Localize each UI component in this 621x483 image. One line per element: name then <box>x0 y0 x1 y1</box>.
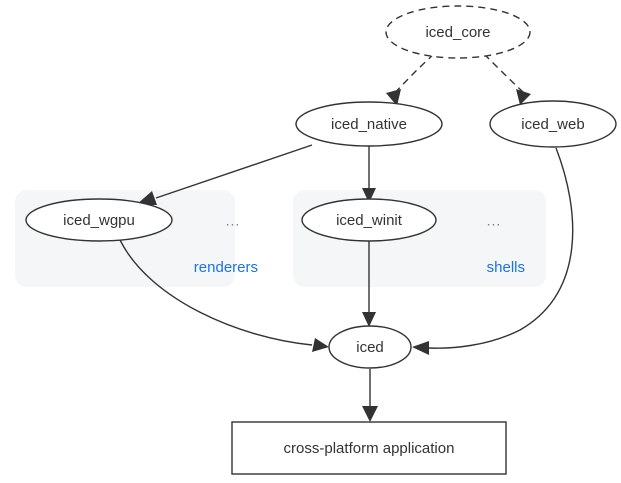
edge-iced-core-to-iced-web-arrowhead <box>516 89 531 105</box>
edge-iced-wgpu-to-iced-arrowhead <box>312 338 329 352</box>
edge-iced-wgpu-to-iced-line <box>119 239 313 346</box>
edge-iced-core-to-iced-native-line <box>393 53 435 95</box>
node-iced-core-shape[interactable] <box>385 5 531 59</box>
edge-iced-to-application-arrowhead <box>362 406 378 422</box>
edge-iced-web-to-iced-arrowhead <box>412 341 429 355</box>
node-iced-winit-label: iced_winit <box>336 212 403 229</box>
edge-iced-core-to-iced-native-arrowhead <box>386 89 401 106</box>
node-iced[interactable]: iced <box>328 325 412 369</box>
node-iced-native-label: iced_native <box>331 116 407 133</box>
edge-iced-native-to-iced-wgpu-arrowhead <box>136 191 157 205</box>
cluster-renderers-label: renderers <box>194 259 258 276</box>
edge-iced-native-to-iced-wgpu <box>136 144 313 205</box>
cluster-renderers-ellipsis: ... <box>226 213 241 229</box>
node-iced-label: iced <box>356 339 384 356</box>
edge-iced-web-to-iced <box>412 147 574 355</box>
edge-iced-winit-to-iced-arrowhead <box>362 312 376 327</box>
edge-iced-native-to-iced-winit <box>362 146 376 203</box>
node-iced-web-label: iced_web <box>521 116 584 133</box>
node-iced-web[interactable]: iced_web <box>489 100 617 148</box>
node-iced-wgpu-shape[interactable] <box>25 198 173 242</box>
node-iced-winit[interactable]: iced_winit <box>301 198 437 242</box>
edge-iced-native-to-iced-winit-arrowhead <box>362 188 376 203</box>
edge-iced-winit-to-iced <box>362 240 376 327</box>
node-application[interactable]: cross-platform application <box>231 421 507 475</box>
node-iced-native[interactable]: iced_native <box>295 101 443 147</box>
edge-iced-core-to-iced-web <box>483 53 531 105</box>
edge-iced-wgpu-to-iced <box>119 239 329 352</box>
node-iced-core[interactable]: iced_core <box>385 5 531 59</box>
edge-iced-web-to-iced-line <box>428 147 574 349</box>
edge-iced-core-to-iced-native <box>386 53 435 106</box>
edge-iced-core-to-iced-web-line <box>483 53 525 94</box>
node-iced-native-shape[interactable] <box>295 101 443 147</box>
node-application-label: cross-platform application <box>284 440 455 457</box>
node-iced-winit-shape[interactable] <box>301 198 437 242</box>
node-iced-core-label: iced_core <box>425 24 490 41</box>
edge-iced-to-application <box>362 369 378 422</box>
cluster-shells-label: shells <box>487 259 525 276</box>
node-iced-shape[interactable] <box>328 325 412 369</box>
node-iced-wgpu[interactable]: iced_wgpu <box>25 198 173 242</box>
node-application-shape[interactable] <box>231 421 507 475</box>
node-iced-wgpu-label: iced_wgpu <box>63 212 135 229</box>
edge-iced-native-to-iced-wgpu-line <box>155 144 313 199</box>
node-iced-web-shape[interactable] <box>489 100 617 148</box>
cluster-shells-ellipsis: ... <box>487 213 502 229</box>
